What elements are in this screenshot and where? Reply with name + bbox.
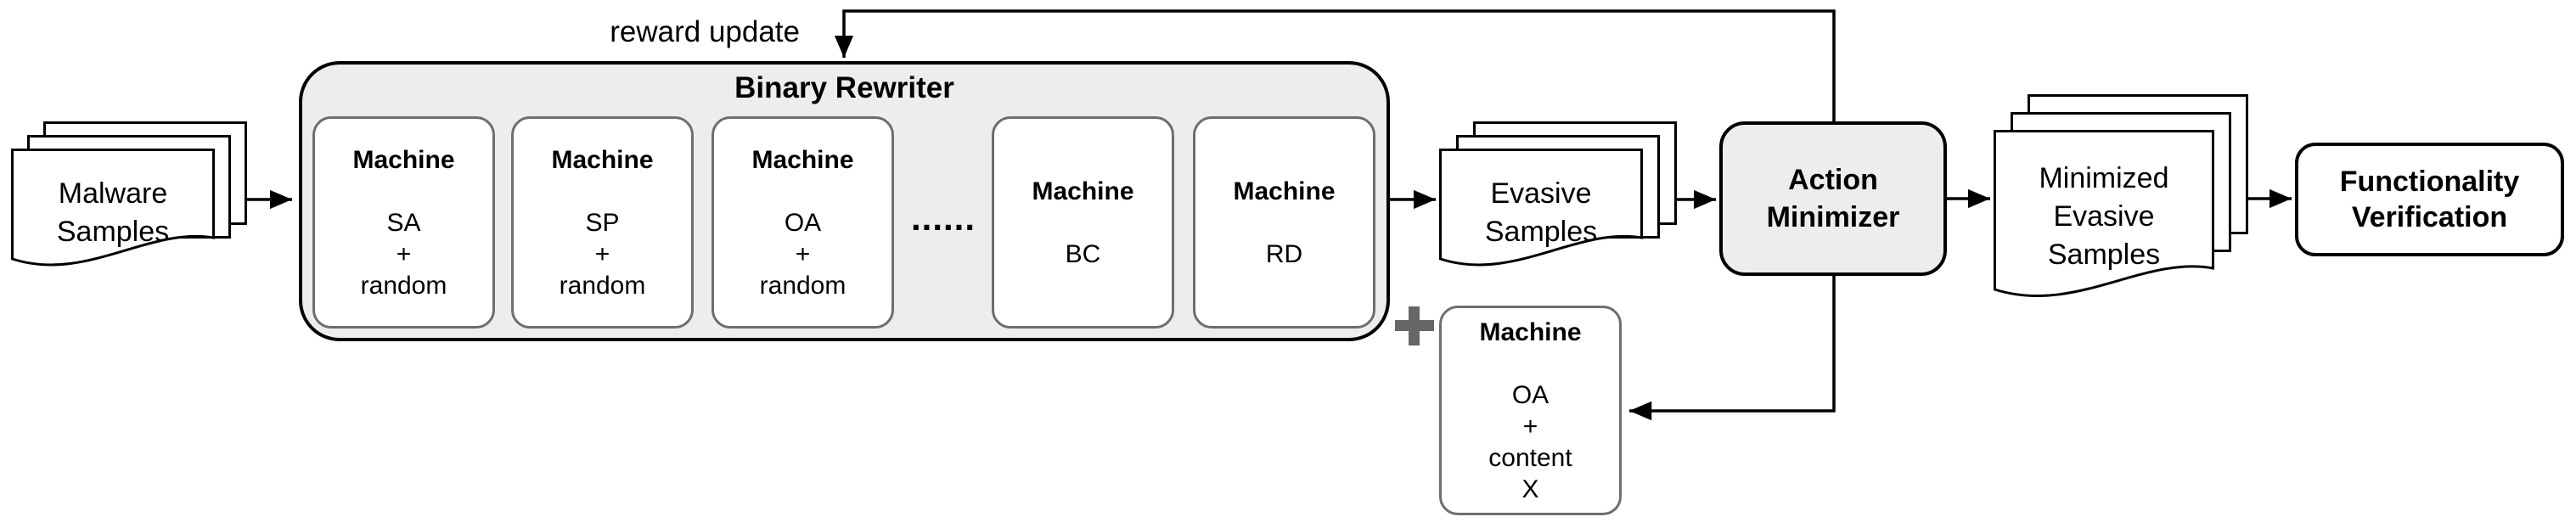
text-line: OA [1511, 380, 1550, 409]
text-line: random [759, 271, 846, 300]
minimized-stack-front-page [1994, 130, 2214, 298]
text-line: content [1488, 443, 1572, 472]
binary-rewriter-title: Binary Rewriter [734, 71, 954, 104]
text-line: Machine [751, 145, 854, 174]
text-line: + [1522, 412, 1538, 441]
plus-icon [1395, 306, 1434, 345]
text-line: Minimizer [1766, 201, 1900, 233]
reward-update-label: reward update [610, 15, 800, 48]
text-line [1530, 348, 1531, 379]
evasive-stack-front-page [1439, 149, 1643, 267]
text-line: Machine [1479, 317, 1582, 346]
text-line: Evasive [2053, 200, 2155, 233]
ellipsis-dots: ...... [910, 198, 976, 238]
minimizer-to-oa-machine-arrow [1629, 276, 1836, 421]
text-line: Machine [1032, 177, 1134, 205]
text-line: Machine [352, 145, 455, 174]
text-line: random [559, 271, 646, 300]
text-line: Action [1788, 164, 1878, 196]
text-line: BC [1065, 239, 1101, 268]
text-line: RD [1265, 239, 1303, 268]
text-line: random [360, 271, 447, 300]
text-line [802, 176, 803, 207]
text-line: Samples [1484, 216, 1598, 248]
text-line [403, 176, 404, 207]
text-line: + [396, 239, 412, 268]
text-line: X [1521, 475, 1539, 503]
text-line: Samples [56, 216, 170, 248]
text-line: Functionality [2339, 166, 2520, 198]
malware-stack-front-page [11, 149, 215, 267]
text-line: Machine [1233, 177, 1336, 205]
plus-icon-vertical-bar [1409, 306, 1420, 345]
text-line: Malware [58, 177, 168, 210]
text-line: + [795, 239, 811, 268]
text-line [602, 176, 603, 207]
text-line: Evasive [1490, 177, 1592, 210]
text-line: + [594, 239, 610, 268]
text-line: SP [585, 208, 620, 237]
text-line [1284, 207, 1285, 239]
text-line: Samples [2047, 239, 2161, 271]
text-line: OA [784, 208, 822, 237]
text-line: Verification [2351, 201, 2508, 233]
text-line: Minimized [2039, 162, 2169, 194]
text-line: Machine [551, 145, 654, 174]
text-line: SA [386, 208, 421, 237]
